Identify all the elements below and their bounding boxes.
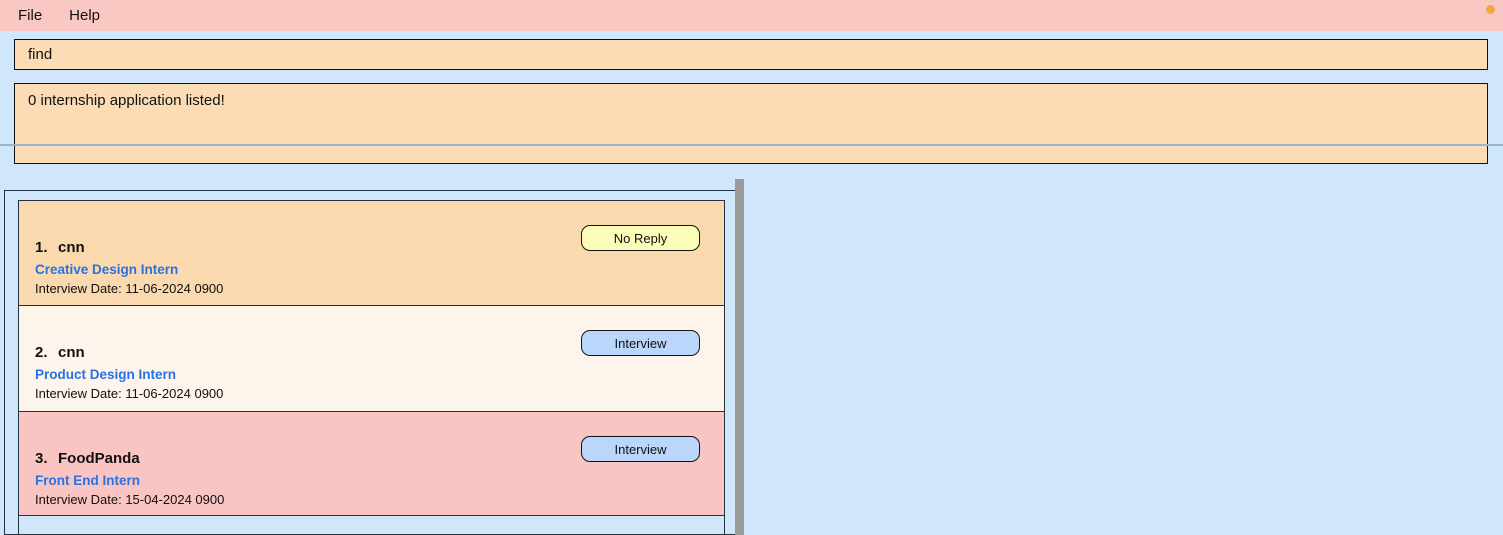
list-item-index: 1. xyxy=(35,239,48,256)
detail-panel xyxy=(744,179,1503,535)
menu-help[interactable]: Help xyxy=(69,7,101,24)
status-dot-icon xyxy=(1486,5,1495,14)
status-badge[interactable]: Interview xyxy=(581,436,700,462)
list-item-role: Creative Design Intern xyxy=(35,262,179,277)
result-display: 0 internship application listed! xyxy=(14,83,1488,164)
list-item-role: Front End Intern xyxy=(35,473,140,488)
menu-file[interactable]: File xyxy=(18,7,43,24)
command-region: find 0 internship application listed! xyxy=(0,31,1503,177)
list-item-index: 3. xyxy=(35,450,48,467)
result-message: 0 internship application listed! xyxy=(28,92,225,109)
list-item-role: Product Design Intern xyxy=(35,367,177,382)
list-item-index: 2. xyxy=(35,344,48,361)
status-badge[interactable]: No Reply xyxy=(581,225,700,251)
command-input[interactable]: find xyxy=(14,39,1488,70)
panel-splitter[interactable] xyxy=(735,179,744,535)
menu-bar: File Help xyxy=(0,0,1503,31)
list-item-interview-date: Interview Date: 15-04-2024 0900 xyxy=(35,492,225,507)
horizontal-separator xyxy=(0,144,1503,146)
list-item-company: cnn xyxy=(58,239,85,256)
list-item-interview-date: Interview Date: 11-06-2024 0900 xyxy=(35,386,224,401)
command-input-value: find xyxy=(28,46,53,63)
list-item-company: cnn xyxy=(58,344,85,361)
list-item-company: FoodPanda xyxy=(58,450,140,467)
list-item[interactable] xyxy=(18,515,725,534)
list-item-interview-date: Interview Date: 11-06-2024 0900 xyxy=(35,281,224,296)
status-badge[interactable]: Interview xyxy=(581,330,700,356)
